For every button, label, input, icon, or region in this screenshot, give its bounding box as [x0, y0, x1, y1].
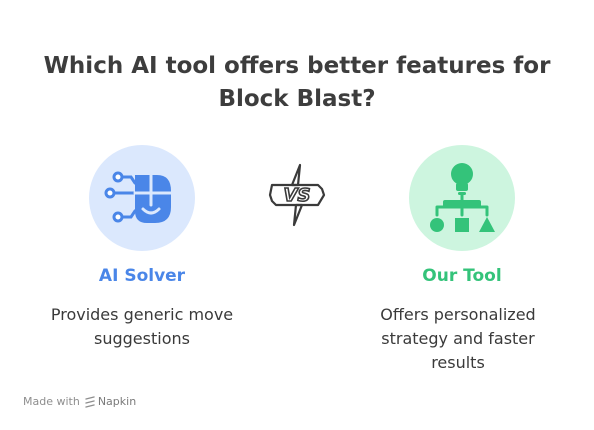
our-tool-desc-line-1: Offers personalized — [380, 305, 536, 324]
ai-solver-desc-line-2: suggestions — [94, 329, 190, 348]
page-title: Which AI tool offers better features for… — [0, 50, 594, 116]
ai-solver-description: Provides generic move suggestions — [10, 303, 274, 351]
title-line-2: Block Blast? — [218, 86, 376, 112]
robot-head-icon — [104, 171, 173, 223]
vs-label: VS — [284, 185, 311, 206]
made-with-label: Made with — [23, 395, 80, 408]
napkin-logo-icon — [85, 395, 95, 408]
vs-badge: VS — [268, 163, 326, 227]
our-tool-desc-line-2: strategy and faster — [381, 329, 535, 348]
napkin-brand-label: Napkin — [97, 395, 137, 408]
our-tool-icon-circle — [409, 145, 515, 251]
napkin-brand[interactable]: Napkin — [84, 395, 136, 408]
ai-solver-title: AI Solver — [98, 266, 186, 286]
ai-solver-desc-line-1: Provides generic move — [50, 305, 234, 324]
ai-solver-icon-circle — [89, 145, 195, 251]
our-tool-title: Our Tool — [422, 266, 502, 286]
title-line-1: Which AI tool offers better features for — [43, 53, 551, 79]
lightbulb-hierarchy-icon — [430, 163, 495, 232]
our-tool-desc-line-3: results — [431, 353, 485, 372]
our-tool-description: Offers personalized strategy and faster … — [340, 303, 576, 375]
footer: Made with Napkin — [23, 395, 136, 408]
